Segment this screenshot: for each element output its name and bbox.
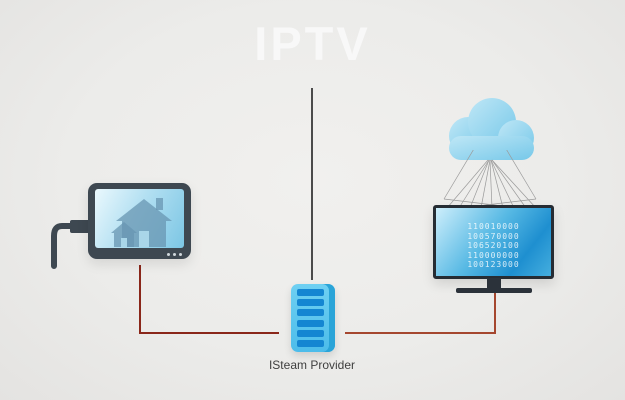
dot-icon <box>179 253 182 256</box>
dot-icon <box>173 253 176 256</box>
center-divider-line <box>311 88 313 280</box>
server-slat <box>297 309 324 317</box>
house-door <box>121 238 127 247</box>
diagram-title: IPTV <box>254 17 371 70</box>
server-slat <box>297 339 324 347</box>
server-slat <box>297 299 324 307</box>
code-line: 106520100 <box>467 241 520 250</box>
house-door <box>139 231 149 247</box>
house-chimney <box>156 198 163 210</box>
binary-code-text: 110010000 100570000 106520100 110000000 … <box>436 222 551 270</box>
server-slat <box>297 319 324 327</box>
code-line: 110010000 <box>467 222 520 231</box>
network-mesh-icon <box>443 150 537 211</box>
house-roof <box>116 196 172 221</box>
red-line-tablet-to-server <box>139 265 279 334</box>
dot-icon <box>167 253 170 256</box>
device-button-dots <box>167 253 182 256</box>
plug-cable-icon <box>51 223 91 269</box>
red-line-server-to-monitor <box>345 293 496 334</box>
code-line: 110000000 <box>467 250 520 260</box>
server-slat <box>297 329 324 337</box>
tablet-screen <box>95 189 184 248</box>
tablet-device-icon <box>88 183 191 259</box>
cloud-icon <box>449 98 534 160</box>
monitor-icon: 110010000 100570000 106520100 110000000 … <box>433 205 554 279</box>
code-line: 100570000 <box>467 231 520 241</box>
code-line: 100123000 <box>467 260 520 269</box>
house-body <box>114 233 134 247</box>
monitor-stand-base <box>456 288 532 293</box>
plug-connector-icon <box>70 220 90 233</box>
server-stack-icon <box>291 284 335 352</box>
house-icon-small <box>111 219 137 247</box>
server-slat <box>297 289 324 296</box>
house-roof <box>111 219 137 233</box>
monitor-stand-neck <box>487 278 501 289</box>
server-label: ISteam Provider <box>268 358 356 372</box>
